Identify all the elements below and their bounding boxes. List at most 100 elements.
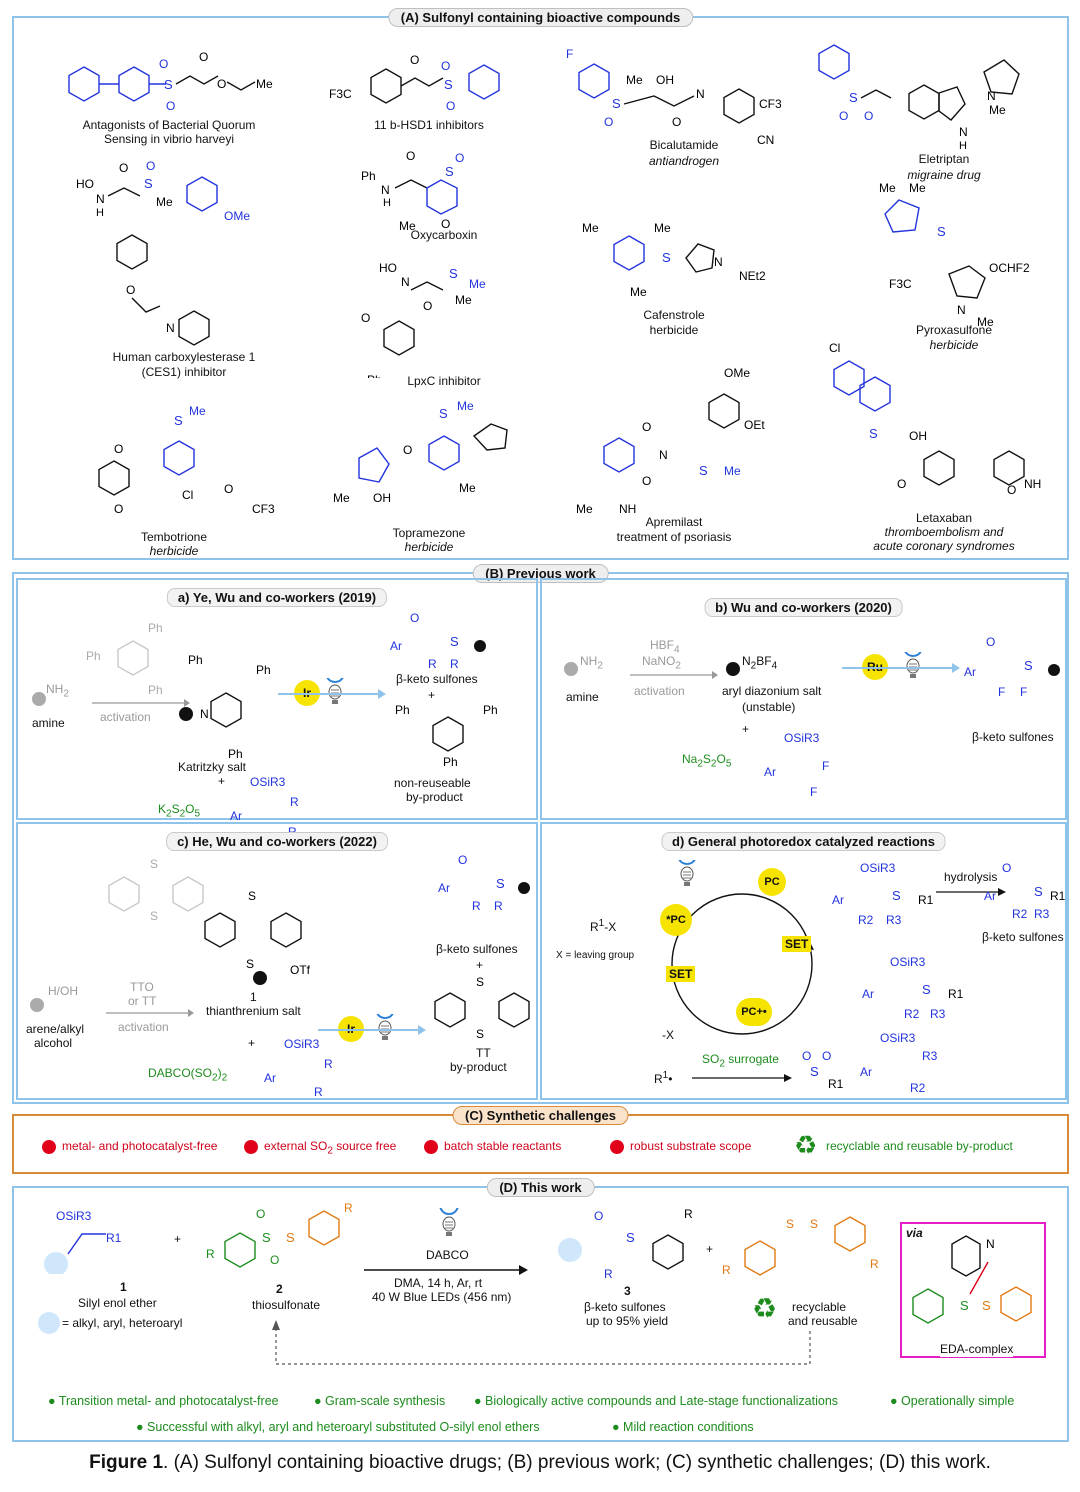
svg-text:S: S <box>262 1230 271 1245</box>
set-label: SET <box>666 966 696 982</box>
svg-text:R: R <box>288 825 297 836</box>
svg-text:N: N <box>986 1237 995 1251</box>
compound-1-number: 1 <box>120 1280 127 1294</box>
svg-text:R: R <box>314 1085 323 1098</box>
svg-text:O: O <box>114 502 123 516</box>
activation-label: activation <box>118 1020 169 1034</box>
structure-letaxaban: Cl S OH O NHO <box>829 341 1041 497</box>
thianthrene-byproduct: SS <box>434 975 530 1041</box>
panel-b-a: a) Ye, Wu and co-workers (2019) NH2 amin… <box>16 578 538 836</box>
svg-text:S: S <box>626 1230 635 1245</box>
hydrolysis-label: hydrolysis <box>944 870 998 884</box>
svg-text:S: S <box>150 909 158 922</box>
svg-text:Me: Me <box>977 315 994 328</box>
compound-name: Letaxaban <box>915 511 973 525</box>
light-bulb-icon <box>439 1208 460 1237</box>
svg-text:OMe: OMe <box>224 209 250 223</box>
product-label: β-keto sulfones <box>982 930 1064 944</box>
svg-text:Ph: Ph <box>395 703 410 717</box>
amine-nh2: NH2 <box>46 682 69 700</box>
svg-text:Me: Me <box>909 181 926 195</box>
amine-label: amine <box>566 690 599 704</box>
svg-text:OSiR3: OSiR3 <box>784 731 820 745</box>
product-3-structure: O S R R <box>558 1207 693 1281</box>
challenge-item: external SO2 source free <box>264 1139 397 1157</box>
svg-text:O: O <box>986 635 995 649</box>
plus: + <box>174 1232 182 1246</box>
svg-text:O: O <box>126 283 135 297</box>
panel-b-d: d) General photoredox catalyzed reaction… <box>540 822 1067 1100</box>
svg-text:R: R <box>450 657 459 670</box>
svg-text:Me: Me <box>457 399 474 413</box>
compound-name: (CES1) inhibitor <box>141 365 227 379</box>
panel-d: (D) This work OSiR3 R1 + 1 Silyl enol et… <box>12 1178 1069 1442</box>
svg-text:S: S <box>869 426 878 441</box>
product-3-number: 3 <box>624 1284 631 1298</box>
svg-text:Ar: Ar <box>860 1065 872 1079</box>
compound-name: Cafenstrole <box>643 308 705 322</box>
panel-b-a-title: a) Ye, Wu and co-workers (2019) <box>166 588 388 607</box>
so2-arrow <box>692 1074 792 1082</box>
svg-text:H: H <box>959 140 967 152</box>
svg-text:S: S <box>246 957 254 971</box>
reagent-tt: or TT <box>128 994 157 1008</box>
feature-bullet: ● Biologically active compounds and Late… <box>474 1394 839 1408</box>
svg-text:Me: Me <box>469 277 486 291</box>
thianthrene-oxide: SS <box>108 857 204 922</box>
svg-text:H: H <box>383 197 391 209</box>
thiosulfonate-2: R S OO S R <box>206 1201 353 1268</box>
compound-name: treatment of psoriasis <box>616 530 732 544</box>
svg-text:O: O <box>1002 861 1011 875</box>
svg-text:Me: Me <box>724 464 741 478</box>
recycle-icon: ♻ <box>752 1293 778 1324</box>
svg-text:Ar: Ar <box>862 987 874 1001</box>
reagent-tto: TTO <box>130 980 154 994</box>
svg-text:R1: R1 <box>828 1077 844 1091</box>
challenge-dot <box>424 1140 438 1154</box>
svg-text:NH: NH <box>619 502 636 516</box>
svg-text:Cl: Cl <box>182 488 193 502</box>
svg-text:O: O <box>406 149 415 163</box>
compound-use: herbicide <box>404 540 454 554</box>
reaction-arrow-a <box>278 689 386 699</box>
diazonium-note: (unstable) <box>742 700 796 714</box>
svg-text:S: S <box>982 1298 991 1313</box>
svg-text:R1: R1 <box>1050 889 1066 903</box>
svg-text:NEt2: NEt2 <box>739 269 766 283</box>
feature-bullet: ● Successful with alkyl, aryl and hetero… <box>136 1420 540 1434</box>
amine-nh2: NH2 <box>580 654 603 672</box>
dabco-so2-label: DABCO(SO2)2 <box>148 1066 228 1084</box>
compound-2-number: 2 <box>276 1282 283 1296</box>
svg-text:O: O <box>642 420 651 434</box>
svg-text:Ph: Ph <box>188 653 203 667</box>
svg-text:F: F <box>566 47 573 61</box>
svg-text:O: O <box>458 853 467 867</box>
svg-text:Ar: Ar <box>390 639 402 653</box>
svg-text:S: S <box>286 1230 295 1245</box>
pc-ground: PC <box>758 868 786 896</box>
svg-text:S: S <box>150 857 158 871</box>
svg-text:Ar: Ar <box>264 1071 276 1085</box>
minus-x-label: -X <box>662 1028 674 1042</box>
svg-text:NH: NH <box>1024 477 1041 491</box>
substituent-marker <box>38 1312 60 1334</box>
recycle-icon: ♻ <box>794 1130 818 1160</box>
compound-name: Eletriptan <box>918 152 970 166</box>
yield-label: up to 95% yield <box>586 1314 669 1328</box>
svg-text:CN: CN <box>757 133 774 146</box>
svg-text:Cl: Cl <box>829 341 840 355</box>
svg-text:R2: R2 <box>910 1081 926 1094</box>
panel-b: (B) Previous work a) Ye, Wu and co-worke… <box>12 564 1069 1104</box>
compound-name: Human carboxylesterase 1 <box>112 350 256 364</box>
svg-text:Ar: Ar <box>832 893 844 907</box>
svg-text:OSiR3: OSiR3 <box>56 1209 92 1223</box>
svg-text:O: O <box>270 1253 279 1267</box>
svg-text:Me: Me <box>879 181 896 195</box>
plus: + <box>476 958 484 972</box>
